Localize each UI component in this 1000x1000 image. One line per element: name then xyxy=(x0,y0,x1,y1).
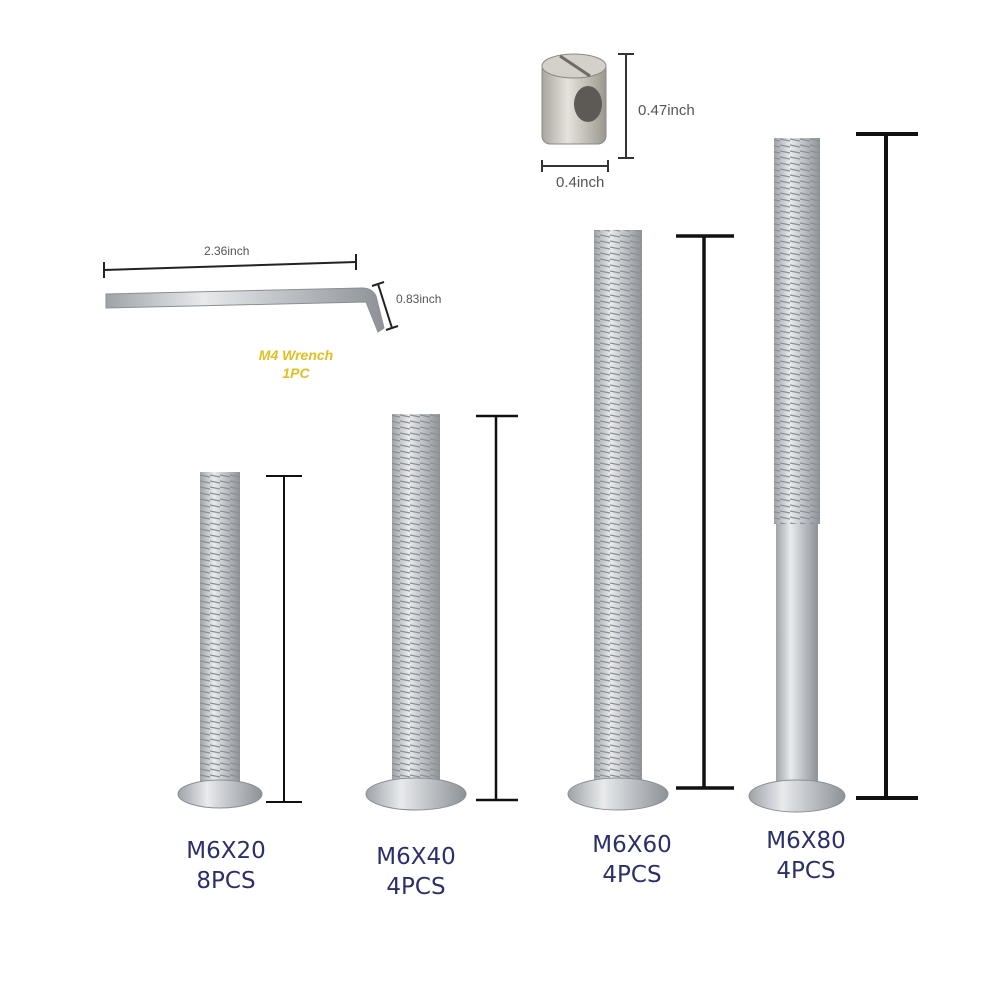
bolt-label-m6x20: M6X20 8PCS xyxy=(166,836,286,896)
bolt-m6x40-icon xyxy=(365,414,518,811)
bolt-qty: 4PCS xyxy=(386,874,446,900)
barrel-nut-icon xyxy=(541,53,634,172)
allen-wrench-icon xyxy=(103,254,399,333)
bolt-label-m6x60: M6X60 4PCS xyxy=(572,830,692,890)
wrench-height-label: 0.83inch xyxy=(396,292,442,306)
bolt-m6x80-icon xyxy=(748,132,918,813)
wrench-title: M4 Wrench 1PC xyxy=(236,346,356,382)
bolt-m6x20-icon xyxy=(177,472,302,809)
bolt-label-m6x40: M6X40 4PCS xyxy=(356,842,476,902)
bolt-qty: 8PCS xyxy=(196,868,256,894)
bolt-size: M6X60 xyxy=(592,832,672,858)
bolt-qty: 4PCS xyxy=(776,858,836,884)
bolt-label-m6x80: M6X80 4PCS xyxy=(746,826,866,886)
bolt-m6x60-icon xyxy=(567,230,734,811)
wrench-name: M4 Wrench xyxy=(258,347,334,363)
bolt-size: M6X20 xyxy=(186,838,266,864)
bolt-size: M6X40 xyxy=(376,844,456,870)
wrench-length-label: 2.36inch xyxy=(204,244,250,258)
nut-height-label: 0.47inch xyxy=(638,102,695,119)
bolt-size: M6X80 xyxy=(766,828,846,854)
nut-width-label: 0.4inch xyxy=(556,174,605,191)
bolt-qty: 4PCS xyxy=(602,862,662,888)
wrench-qty: 1PC xyxy=(282,365,310,381)
